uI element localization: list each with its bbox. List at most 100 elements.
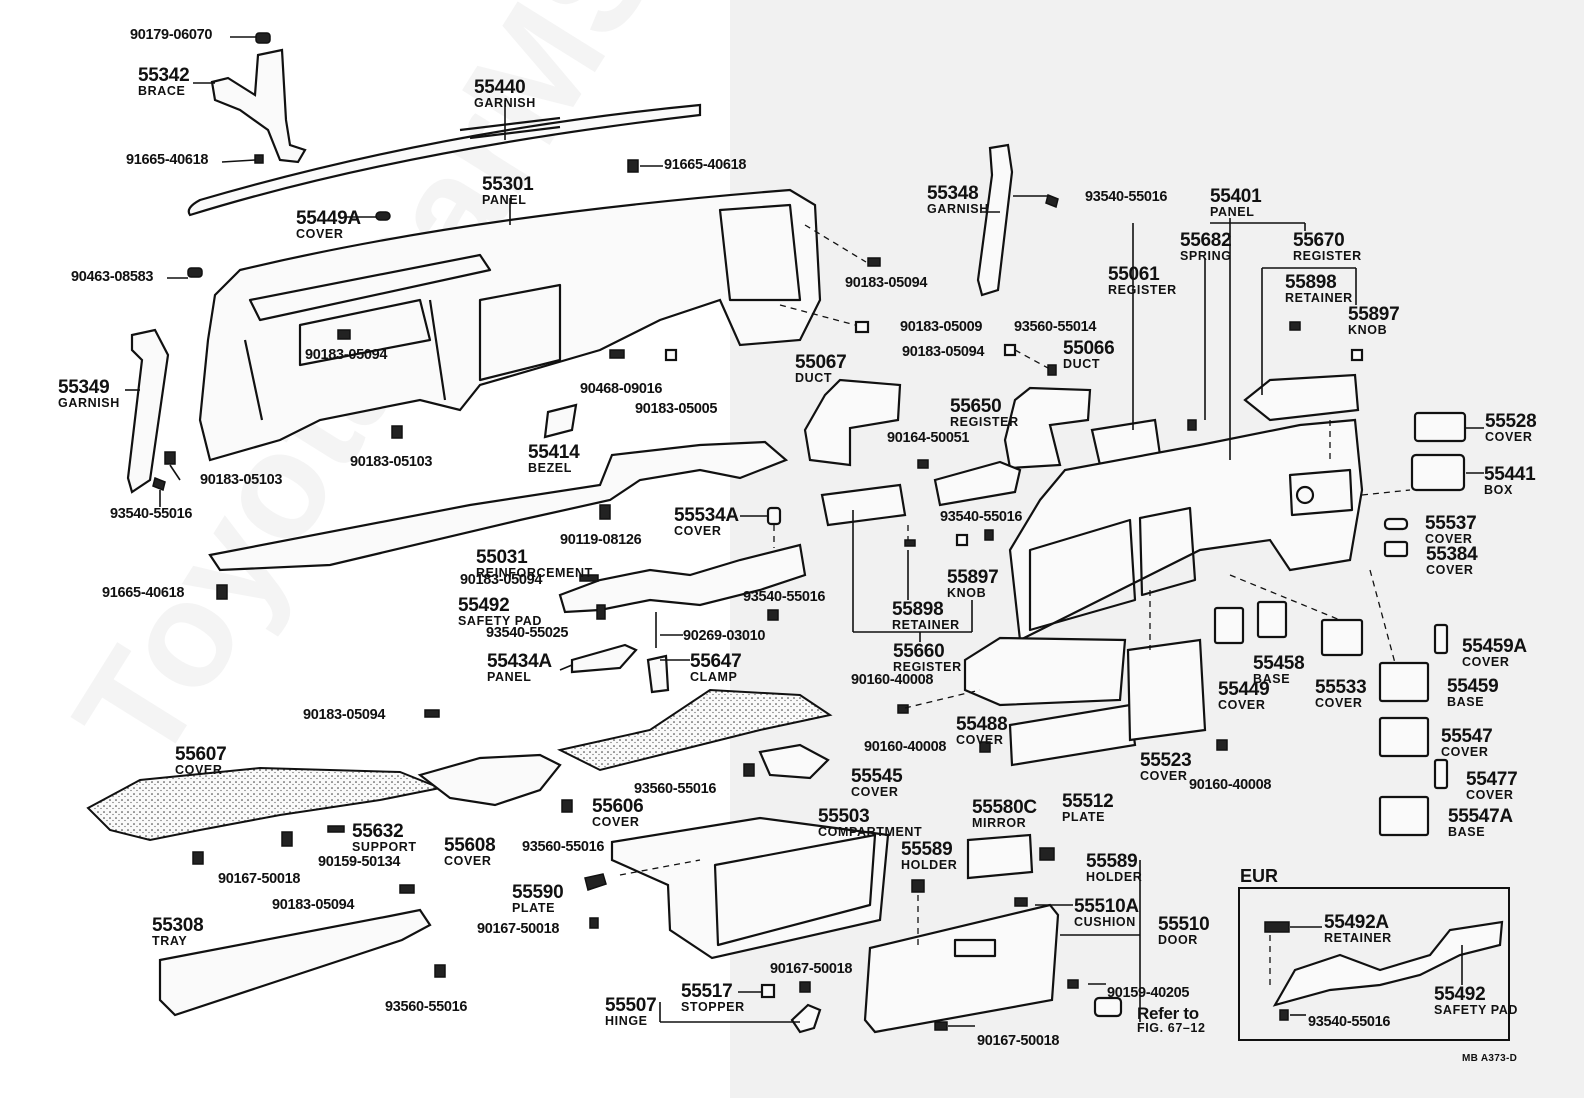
callout-90183-05094-c[interactable]: 90183-05094 — [902, 345, 984, 360]
callout-93540-55025[interactable]: 93540-55025 — [486, 626, 568, 641]
callout-90463-08583[interactable]: 90463-08583 — [71, 270, 153, 285]
callout-90159-50134[interactable]: 90159-50134 — [318, 855, 400, 870]
callout-91665-40618-a[interactable]: 91665-40618 — [126, 153, 208, 168]
callout-90183-05094-f[interactable]: 90183-05094 — [272, 898, 354, 913]
callout-93540-55016-e[interactable]: 93540-55016 — [1308, 1015, 1390, 1030]
part-55547-cover — [1378, 716, 1430, 758]
callout-90269-03010[interactable]: 90269-03010 — [683, 629, 765, 644]
callout-90167-50018-a[interactable]: 90167-50018 — [218, 872, 300, 887]
callout-90183-05094-e[interactable]: 90183-05094 — [303, 708, 385, 723]
callout-93540-55016-c[interactable]: 93540-55016 — [940, 510, 1022, 525]
callout-93560-55016-a[interactable]: 93560-55016 — [634, 782, 716, 797]
part-55440-garnish — [187, 103, 702, 217]
callout-90183-05094-a[interactable]: 90183-05094 — [305, 348, 387, 363]
callout-91665-40618-b[interactable]: 91665-40618 — [664, 158, 746, 173]
callout-90183-05009[interactable]: 90183-05009 — [900, 320, 982, 335]
callout-90167-50018-c[interactable]: 90167-50018 — [770, 962, 852, 977]
callout-90164-50051[interactable]: 90164-50051 — [887, 431, 969, 446]
callout-91665-40618-c[interactable]: 91665-40618 — [102, 586, 184, 601]
callout-90159-40205[interactable]: 90159-40205 — [1107, 986, 1189, 1001]
part-55459-base — [1378, 661, 1430, 703]
callout-93540-55016-d[interactable]: 93540-55016 — [743, 590, 825, 605]
callout-90179-06070[interactable]: 90179-06070 — [130, 28, 212, 43]
callout-90468-09016[interactable]: 90468-09016 — [580, 382, 662, 397]
callout-90183-05103-a[interactable]: 90183-05103 — [350, 455, 432, 470]
callout-90183-05094-d[interactable]: 90183-05094 — [460, 573, 542, 588]
callout-90119-08126[interactable]: 90119-08126 — [560, 533, 642, 548]
part-name: RETAINER — [892, 618, 960, 632]
callout-90167-50018-d[interactable]: 90167-50018 — [977, 1034, 1059, 1049]
callout-90160-40008-a[interactable]: 90160-40008 — [851, 673, 933, 688]
callout-90183-05005[interactable]: 90183-05005 — [635, 402, 717, 417]
callout-93540-55016-b[interactable]: 93540-55016 — [1085, 190, 1167, 205]
callout-93560-55014[interactable]: 93560-55014 — [1014, 320, 1096, 335]
callout-90167-50018-b[interactable]: 90167-50018 — [477, 922, 559, 937]
callout-90183-05103-b[interactable]: 90183-05103 — [200, 473, 282, 488]
callout-90160-40008-b[interactable]: 90160-40008 — [864, 740, 946, 755]
callout-93540-55016-a[interactable]: 93540-55016 — [110, 507, 192, 522]
callout-93560-55016-c[interactable]: 93560-55016 — [385, 1000, 467, 1015]
part-number: 55607 — [175, 744, 227, 765]
callout-93560-55016-b[interactable]: 93560-55016 — [522, 840, 604, 855]
callout-90160-40008-c[interactable]: 90160-40008 — [1189, 778, 1271, 793]
callout-90183-05094-b[interactable]: 90183-05094 — [845, 276, 927, 291]
